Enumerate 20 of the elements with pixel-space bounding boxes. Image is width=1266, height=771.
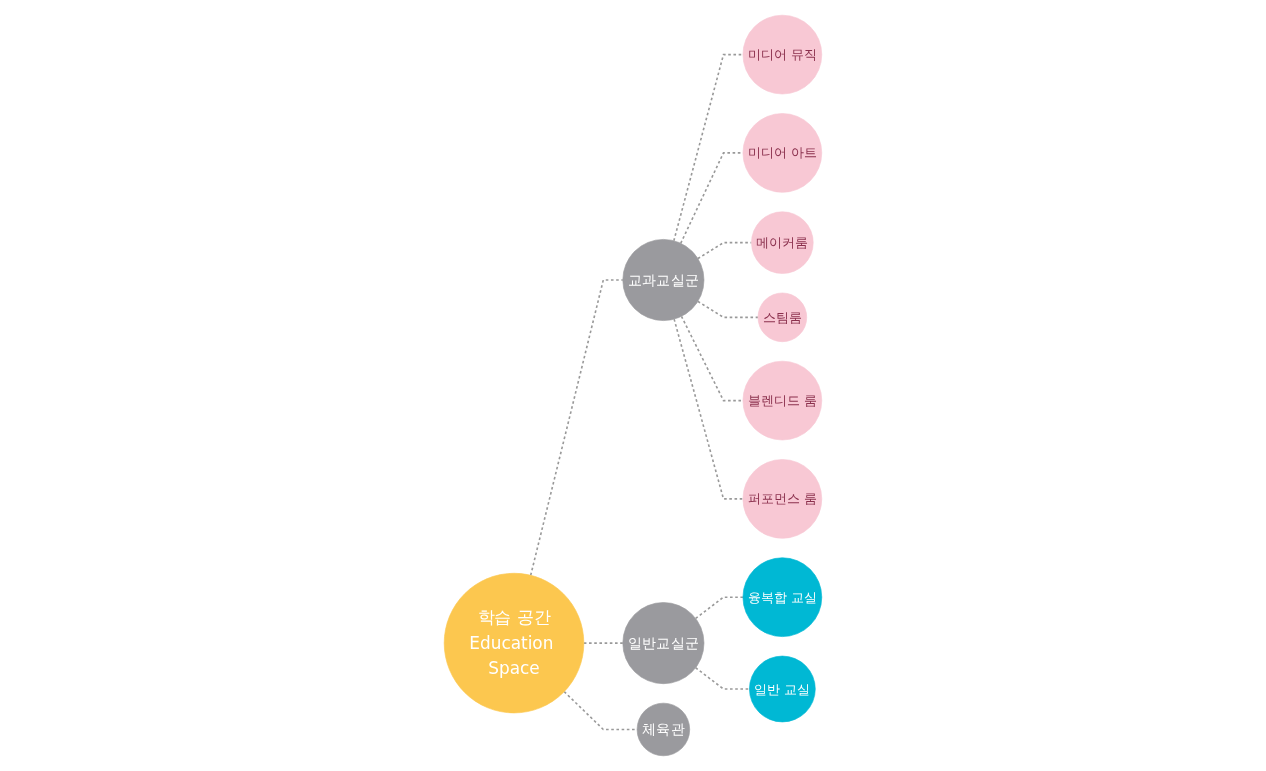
node-circle: 메이커룸 xyxy=(751,211,814,274)
connector xyxy=(673,318,744,500)
node-circle: 블렌디드 룸 xyxy=(742,360,823,441)
node-circle: 퍼포먼스 룸 xyxy=(742,459,823,539)
connector xyxy=(697,300,759,319)
node-circle: 교과교실군 xyxy=(622,239,705,321)
node-circle: 융복합 교실 xyxy=(742,557,823,637)
node-circle: 미디어 아트 xyxy=(742,113,823,193)
connector xyxy=(673,53,744,242)
connector xyxy=(680,315,744,402)
node-circle: 학습 공간 Education Space xyxy=(443,572,585,714)
node-circle: 스팀룸 xyxy=(757,292,808,343)
node-circle: 체육관 xyxy=(636,702,691,757)
connector xyxy=(694,666,751,690)
node-circle: 미디어 뮤직 xyxy=(742,14,823,95)
node-circle: 일반 교실 xyxy=(749,655,816,723)
connector xyxy=(563,690,638,731)
connector xyxy=(694,596,744,620)
connector xyxy=(583,642,624,644)
node-circle: 일반교실군 xyxy=(622,602,705,685)
